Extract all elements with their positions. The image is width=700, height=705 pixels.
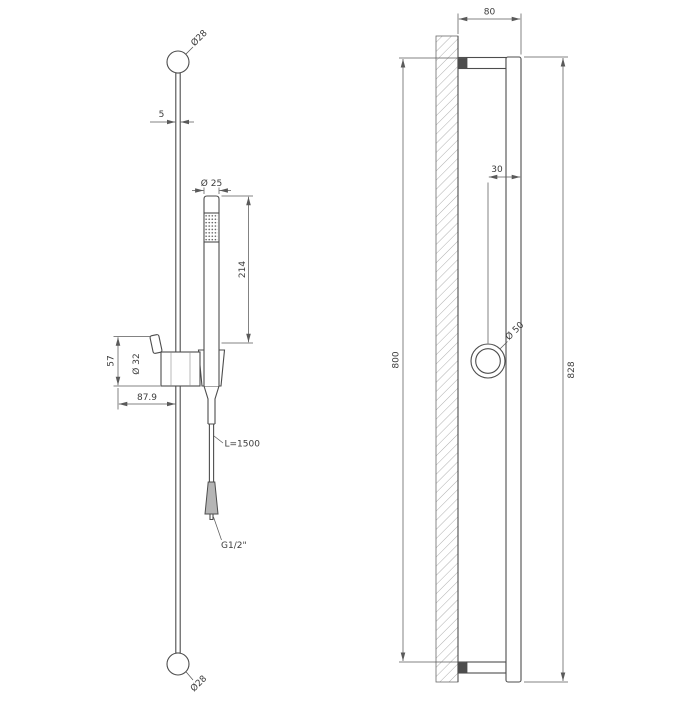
dim-bracket-offset: 87.9	[137, 393, 157, 403]
hose	[204, 424, 219, 521]
dim-top-knob-diameter: Ø28	[189, 28, 210, 49]
holder-ring-inner	[475, 348, 501, 374]
top-mount-base	[457, 57, 468, 69]
top-knob	[166, 50, 190, 74]
dim-bottom-knob-diameter: Ø28	[188, 673, 209, 694]
leader-ring-diameter	[500, 341, 508, 349]
dimensions-side: 80 30 Ø 50 800 828	[392, 8, 577, 683]
leader-bottom-knob	[185, 671, 194, 681]
handshower-taper	[203, 385, 220, 425]
hose-connector-nipple	[209, 514, 214, 521]
dim-hose-length: L=1500	[225, 440, 261, 450]
hand-shower	[203, 195, 220, 425]
dim-bracket-diameter: Ø 32	[131, 353, 142, 374]
dim-fixing-height: 800	[392, 351, 402, 368]
dim-ring-offset: 30	[491, 165, 503, 175]
dim-handshower-diameter: Ø 25	[201, 178, 222, 189]
dim-bracket-height: 57	[107, 355, 117, 366]
holder-ring	[470, 343, 506, 379]
bottom-mount-base	[457, 661, 468, 674]
front-view: Ø28 5 Ø 25 214 57 Ø 32	[107, 28, 261, 695]
leader-hose-thread	[213, 516, 222, 541]
leader-hose-length	[213, 435, 224, 444]
bottom-knob	[166, 652, 190, 676]
wall-section-hatch	[435, 35, 459, 683]
dim-handshower-length: 214	[238, 261, 248, 278]
leader-top-knob	[185, 46, 194, 55]
hose-connector-cone	[204, 481, 219, 515]
handshower-body	[203, 195, 220, 386]
spray-face-dots	[205, 213, 218, 242]
dim-total-height: 828	[567, 361, 577, 378]
slide-bar-side	[505, 56, 522, 683]
dim-wall-offset: 80	[484, 8, 496, 18]
dim-hose-thread: G1/2"	[221, 541, 247, 551]
bracket-body	[160, 351, 201, 387]
dim-rail-width: 5	[159, 110, 165, 120]
side-view: 80 30 Ø 50 800 828	[392, 8, 577, 683]
locking-knob	[149, 334, 163, 354]
